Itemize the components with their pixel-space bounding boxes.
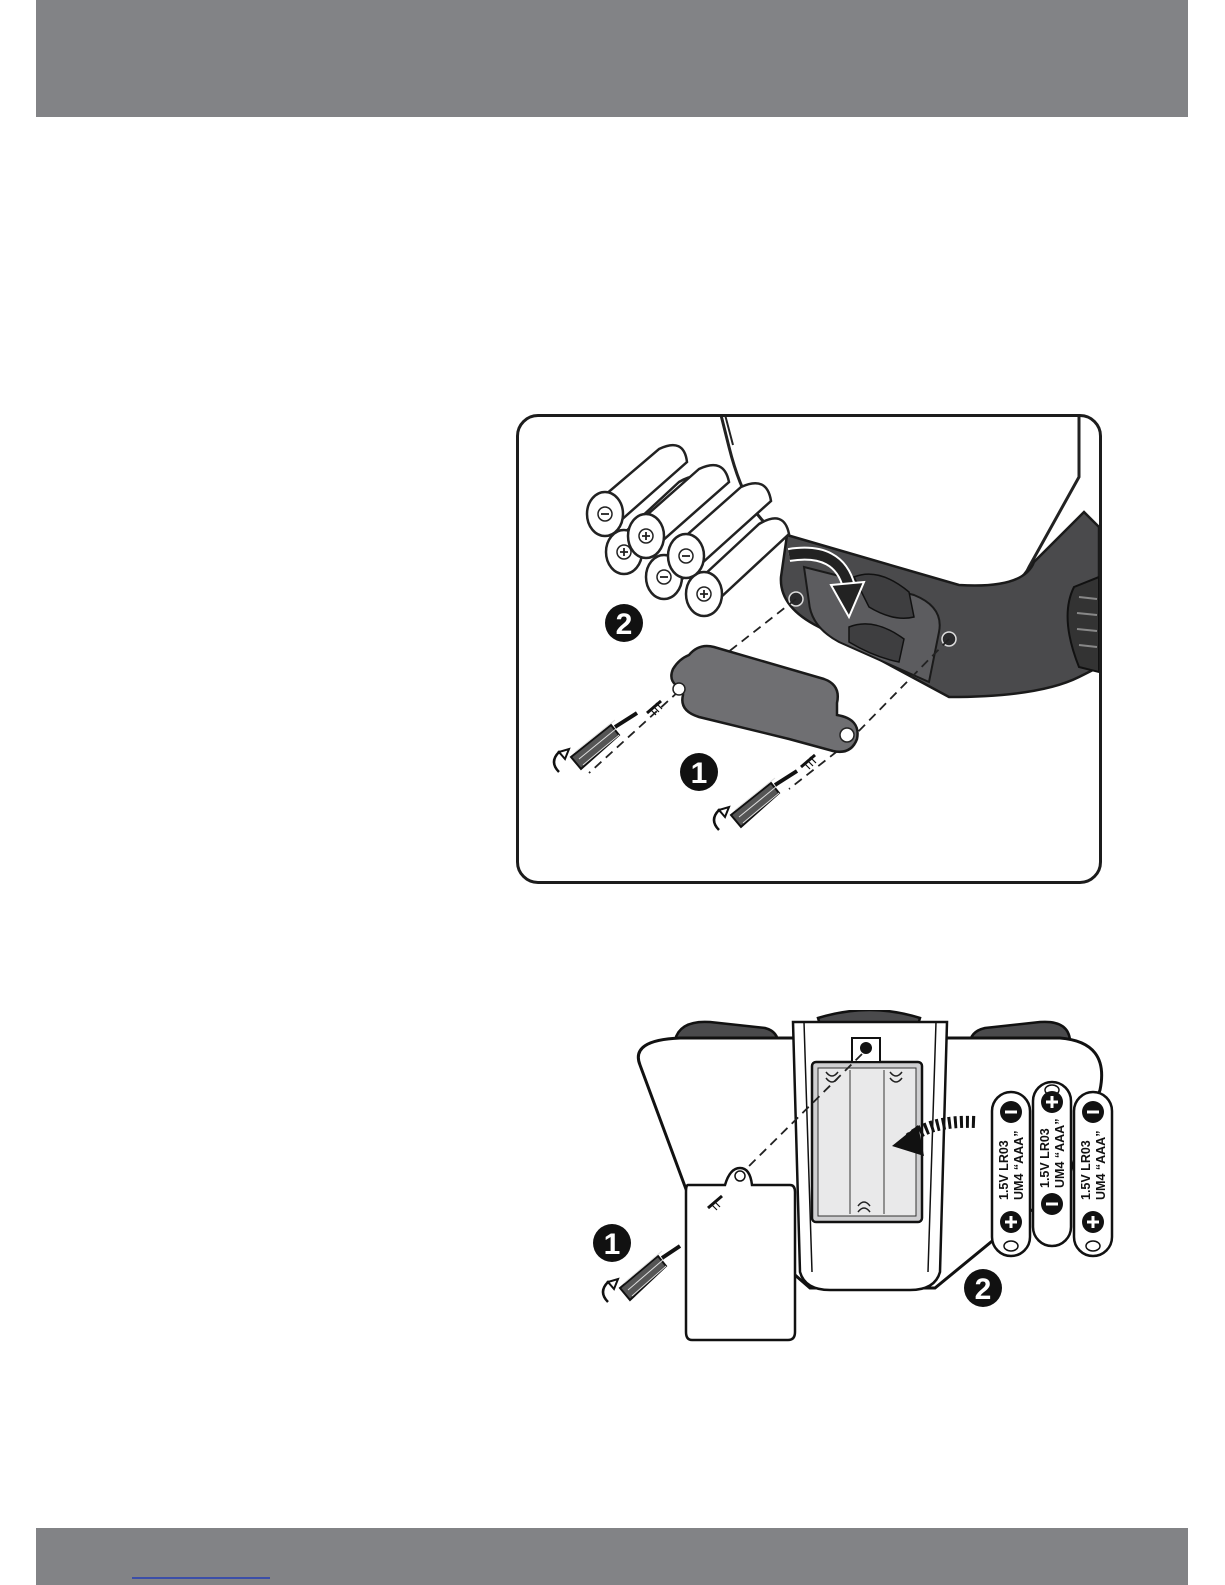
- svg-text:1.5V LR03: 1.5V LR03: [1079, 1140, 1093, 1200]
- svg-text:2: 2: [616, 608, 633, 641]
- aaa-battery-3: 1.5V LR03 UM4 “AAA”: [1074, 1092, 1112, 1256]
- svg-text:UM4 “AAA”: UM4 “AAA”: [1012, 1131, 1026, 1200]
- svg-text:1: 1: [691, 757, 708, 790]
- header-band: [36, 0, 1188, 117]
- aaa-battery-2: 1.5V LR03 UM4 “AAA”: [1033, 1082, 1071, 1246]
- figure-battery-install-top: 2: [516, 414, 1102, 884]
- step-1-badge: 1: [680, 753, 718, 791]
- footer-link-underline[interactable]: [132, 1577, 270, 1579]
- svg-text:1: 1: [604, 1228, 621, 1261]
- step-1-badge: 1: [593, 1224, 631, 1262]
- illustration-top: 2: [519, 417, 1099, 881]
- step-2-badge: 2: [964, 1269, 1002, 1307]
- svg-text:1.5V LR03: 1.5V LR03: [997, 1140, 1011, 1200]
- illustration-bottom: 1 1.5V LR03 UM4 “AAA” 1.5V LR03 UM4 “AAA…: [590, 1010, 1130, 1360]
- svg-text:UM4 “AAA”: UM4 “AAA”: [1094, 1131, 1108, 1200]
- figure-battery-install-bottom: 1 1.5V LR03 UM4 “AAA” 1.5V LR03 UM4 “AAA…: [590, 1010, 1130, 1360]
- battery-cover: [671, 646, 857, 752]
- svg-text:2: 2: [975, 1273, 992, 1306]
- step-2-badge: 2: [605, 604, 643, 642]
- svg-text:1.5V LR03: 1.5V LR03: [1038, 1128, 1052, 1188]
- svg-text:UM4 “AAA”: UM4 “AAA”: [1053, 1119, 1067, 1188]
- battery-cover: [686, 1168, 795, 1340]
- aaa-battery-1: 1.5V LR03 UM4 “AAA”: [992, 1092, 1030, 1256]
